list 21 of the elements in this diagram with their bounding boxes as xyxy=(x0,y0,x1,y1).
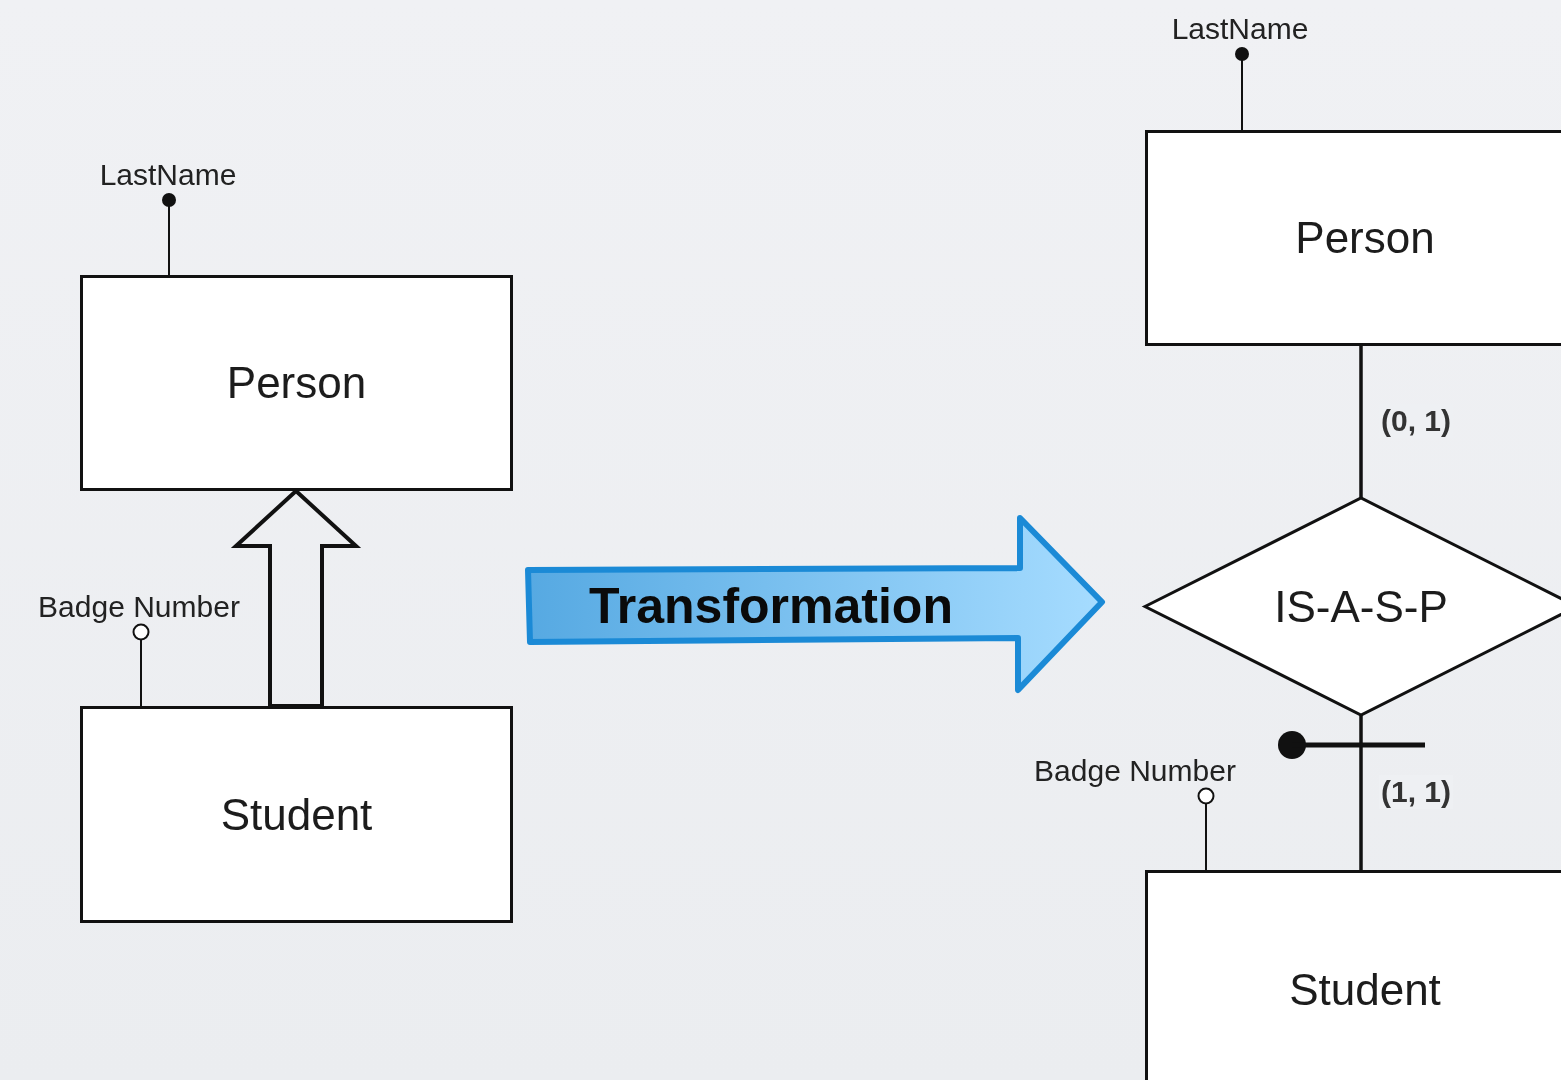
attribute-label: LastName xyxy=(88,158,248,192)
attribute-line xyxy=(1197,787,1215,871)
attribute-label: Badge Number xyxy=(14,590,264,624)
entity-box xyxy=(80,706,513,923)
transformation-label: Transformation xyxy=(589,577,953,635)
attribute-label: Badge Number xyxy=(1010,754,1260,788)
inheritance-arrow xyxy=(230,488,362,708)
entity-name: Student xyxy=(220,789,373,840)
entity-box xyxy=(80,275,513,491)
attribute-line xyxy=(162,193,176,276)
relationship-line xyxy=(1359,715,1363,870)
entity-box xyxy=(1145,130,1561,346)
entity-name: Person xyxy=(226,358,367,408)
attribute-label: LastName xyxy=(1155,12,1325,46)
attribute-line xyxy=(132,623,150,707)
entity-name: Person xyxy=(1295,213,1435,263)
attribute-line xyxy=(1235,47,1249,131)
entity-box xyxy=(1145,870,1561,1080)
relationship-name: IS-A-S-P xyxy=(1274,581,1448,632)
entity-name: Student xyxy=(1289,965,1441,1015)
relationship-line xyxy=(1359,346,1363,498)
